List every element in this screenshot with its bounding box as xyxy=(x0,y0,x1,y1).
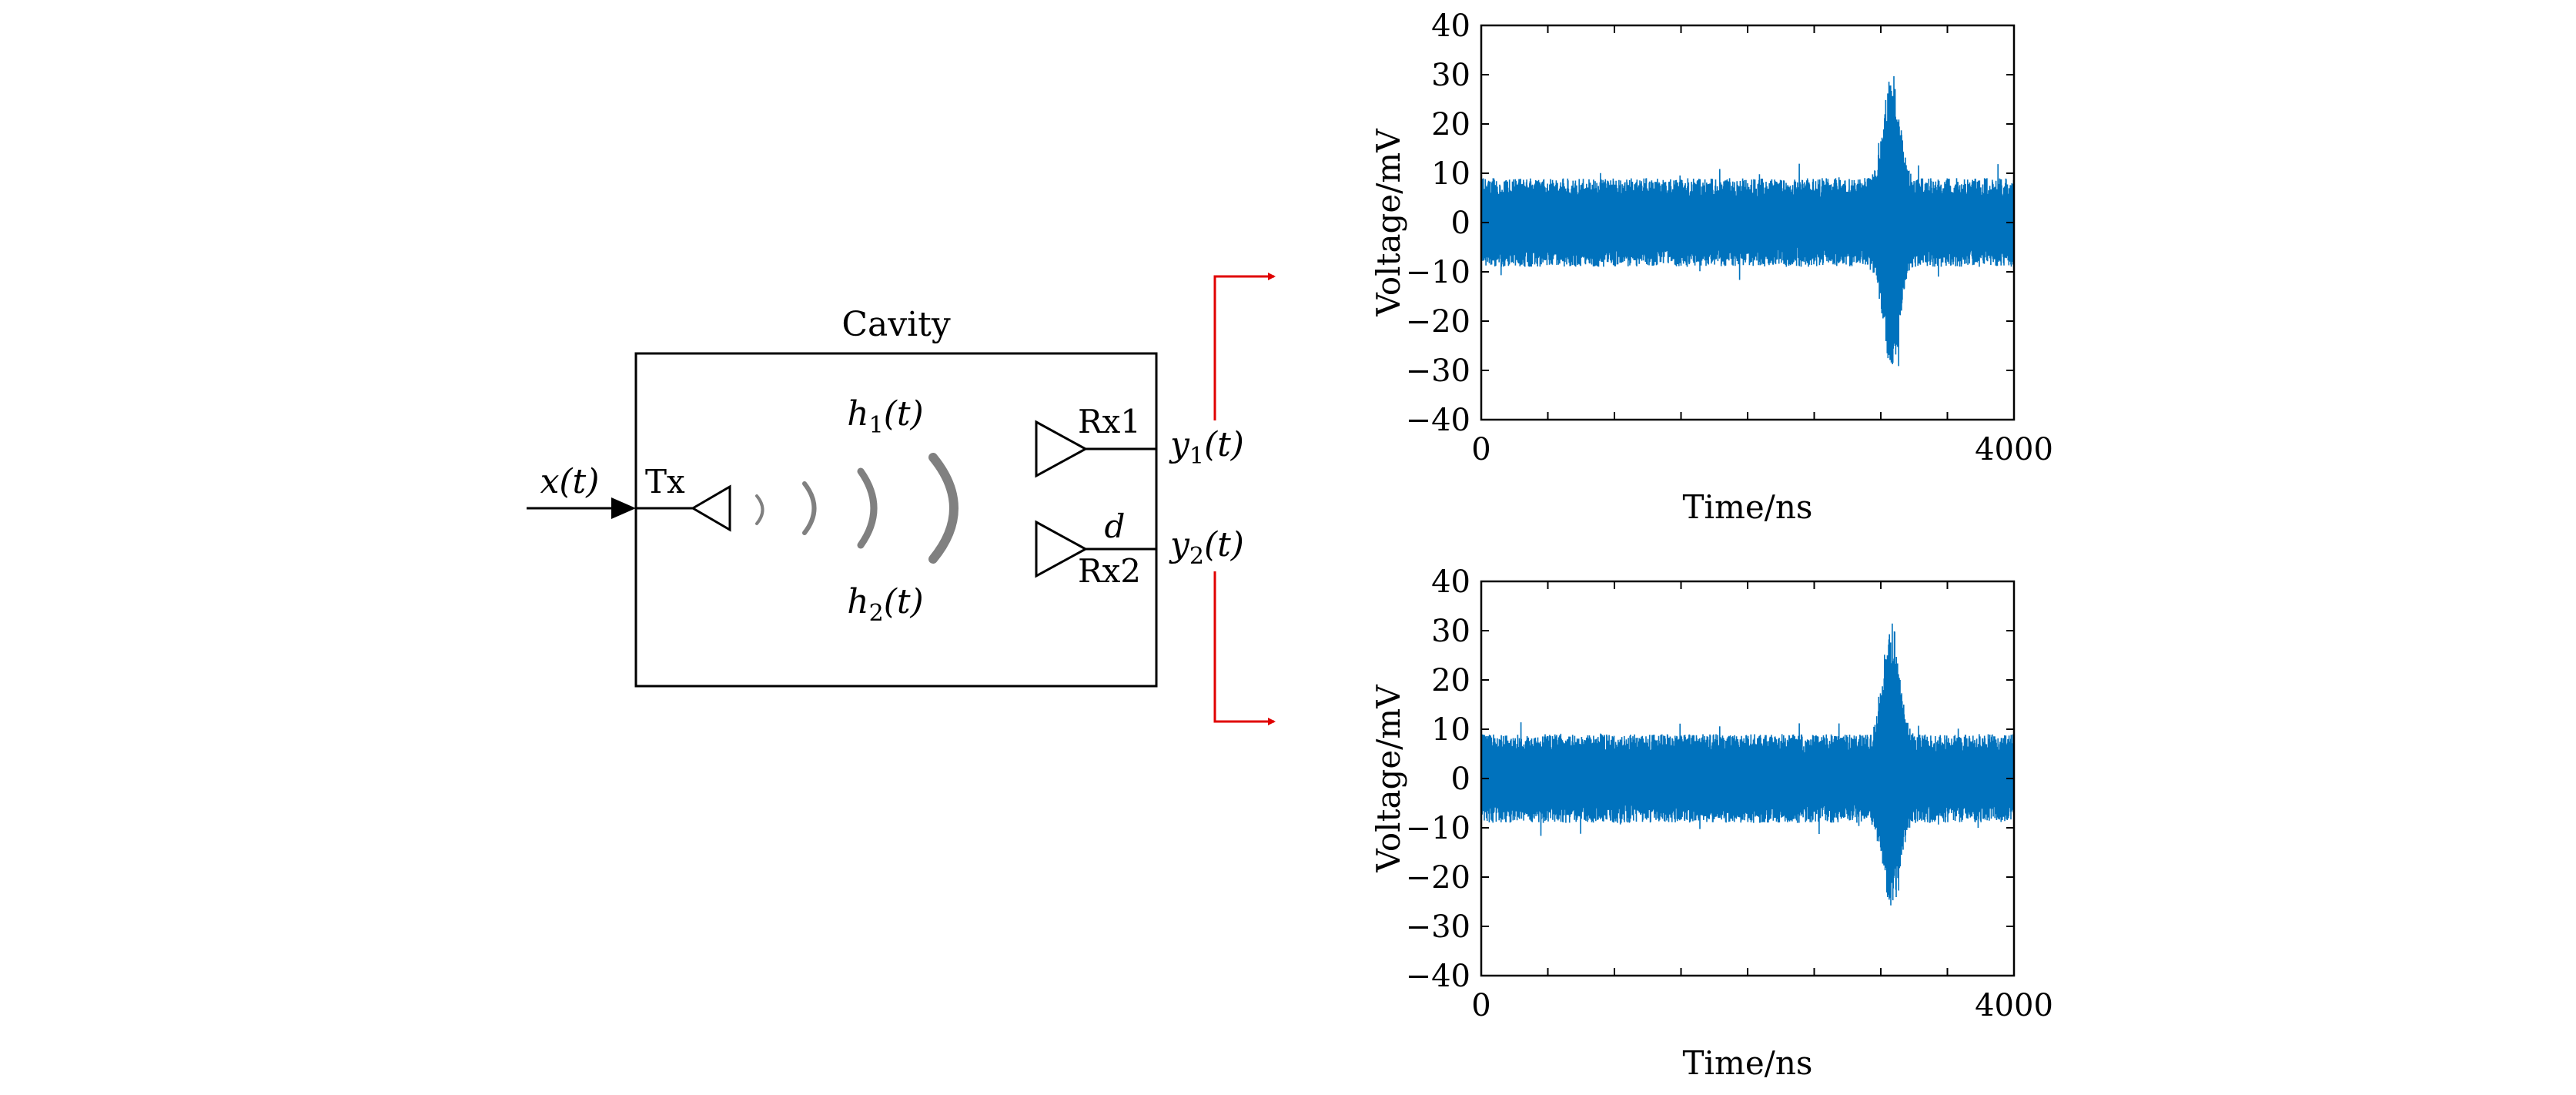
x-tick-label: 4000 xyxy=(1975,432,2053,467)
x-axis-label: Time/ns xyxy=(1683,1044,1813,1082)
y-axis-label: Voltage/mV xyxy=(1370,129,1407,317)
y-tick-label: 20 xyxy=(1431,663,1470,698)
rx1-label: Rx1 xyxy=(1078,403,1141,440)
y-tick-label: −10 xyxy=(1406,811,1470,846)
x-axis-label: Time/ns xyxy=(1683,488,1813,526)
y-tick-label: −30 xyxy=(1406,353,1470,389)
y-tick-label: −20 xyxy=(1406,860,1470,896)
signal-trace xyxy=(1481,623,2014,906)
y-tick-label: −30 xyxy=(1406,909,1470,945)
arrow-to-top-chart xyxy=(1213,273,1276,420)
cavity-diagram: Cavity x(t) Tx h1(t) h2(t) Rx1 d Rx2 y1(… xyxy=(527,273,1276,725)
y1-label: y1(t) xyxy=(1169,425,1244,470)
wave-icon xyxy=(755,453,958,564)
rx2-label: Rx2 xyxy=(1078,552,1141,590)
y-tick-label: 10 xyxy=(1431,712,1470,748)
y-tick-label: −10 xyxy=(1406,255,1470,290)
input-arrowhead xyxy=(611,497,636,519)
y-tick-label: 0 xyxy=(1451,762,1470,797)
y-tick-label: −40 xyxy=(1406,959,1470,994)
y-tick-label: 40 xyxy=(1431,564,1470,600)
wave-arc-4 xyxy=(928,453,958,564)
rx2-antenna-icon xyxy=(1035,520,1089,578)
x-tick-label: 0 xyxy=(1471,432,1490,467)
wave-arc-2 xyxy=(802,481,817,535)
h2-label: h2(t) xyxy=(847,582,923,627)
x-tick-label: 0 xyxy=(1471,988,1490,1023)
rx1-antenna-icon xyxy=(1035,420,1089,478)
cavity-box xyxy=(634,352,1158,688)
arrow-to-bottom-chart xyxy=(1213,571,1276,725)
y-tick-label: 10 xyxy=(1431,156,1470,192)
input-label: x(t) xyxy=(540,462,600,501)
y-tick-label: 30 xyxy=(1431,614,1470,649)
y-tick-label: 30 xyxy=(1431,58,1470,93)
wave-arc-1 xyxy=(755,494,764,525)
tx-label: Tx xyxy=(645,463,685,501)
y2-label: y2(t) xyxy=(1169,525,1244,570)
y-tick-label: 0 xyxy=(1451,206,1470,241)
x-tick-label: 4000 xyxy=(1975,988,2053,1023)
tx-antenna-icon xyxy=(691,484,731,532)
y-tick-label: −40 xyxy=(1406,403,1470,438)
signal-trace xyxy=(1481,75,2014,367)
y-tick-label: −20 xyxy=(1406,304,1470,340)
wave-arc-3 xyxy=(857,467,878,549)
cavity-label: Cavity xyxy=(841,305,951,344)
h1-label: h1(t) xyxy=(847,394,923,439)
y-tick-label: 20 xyxy=(1431,107,1470,142)
y-tick-label: 40 xyxy=(1431,8,1470,44)
d-label: d xyxy=(1105,507,1126,545)
y-axis-label: Voltage/mV xyxy=(1370,685,1407,873)
